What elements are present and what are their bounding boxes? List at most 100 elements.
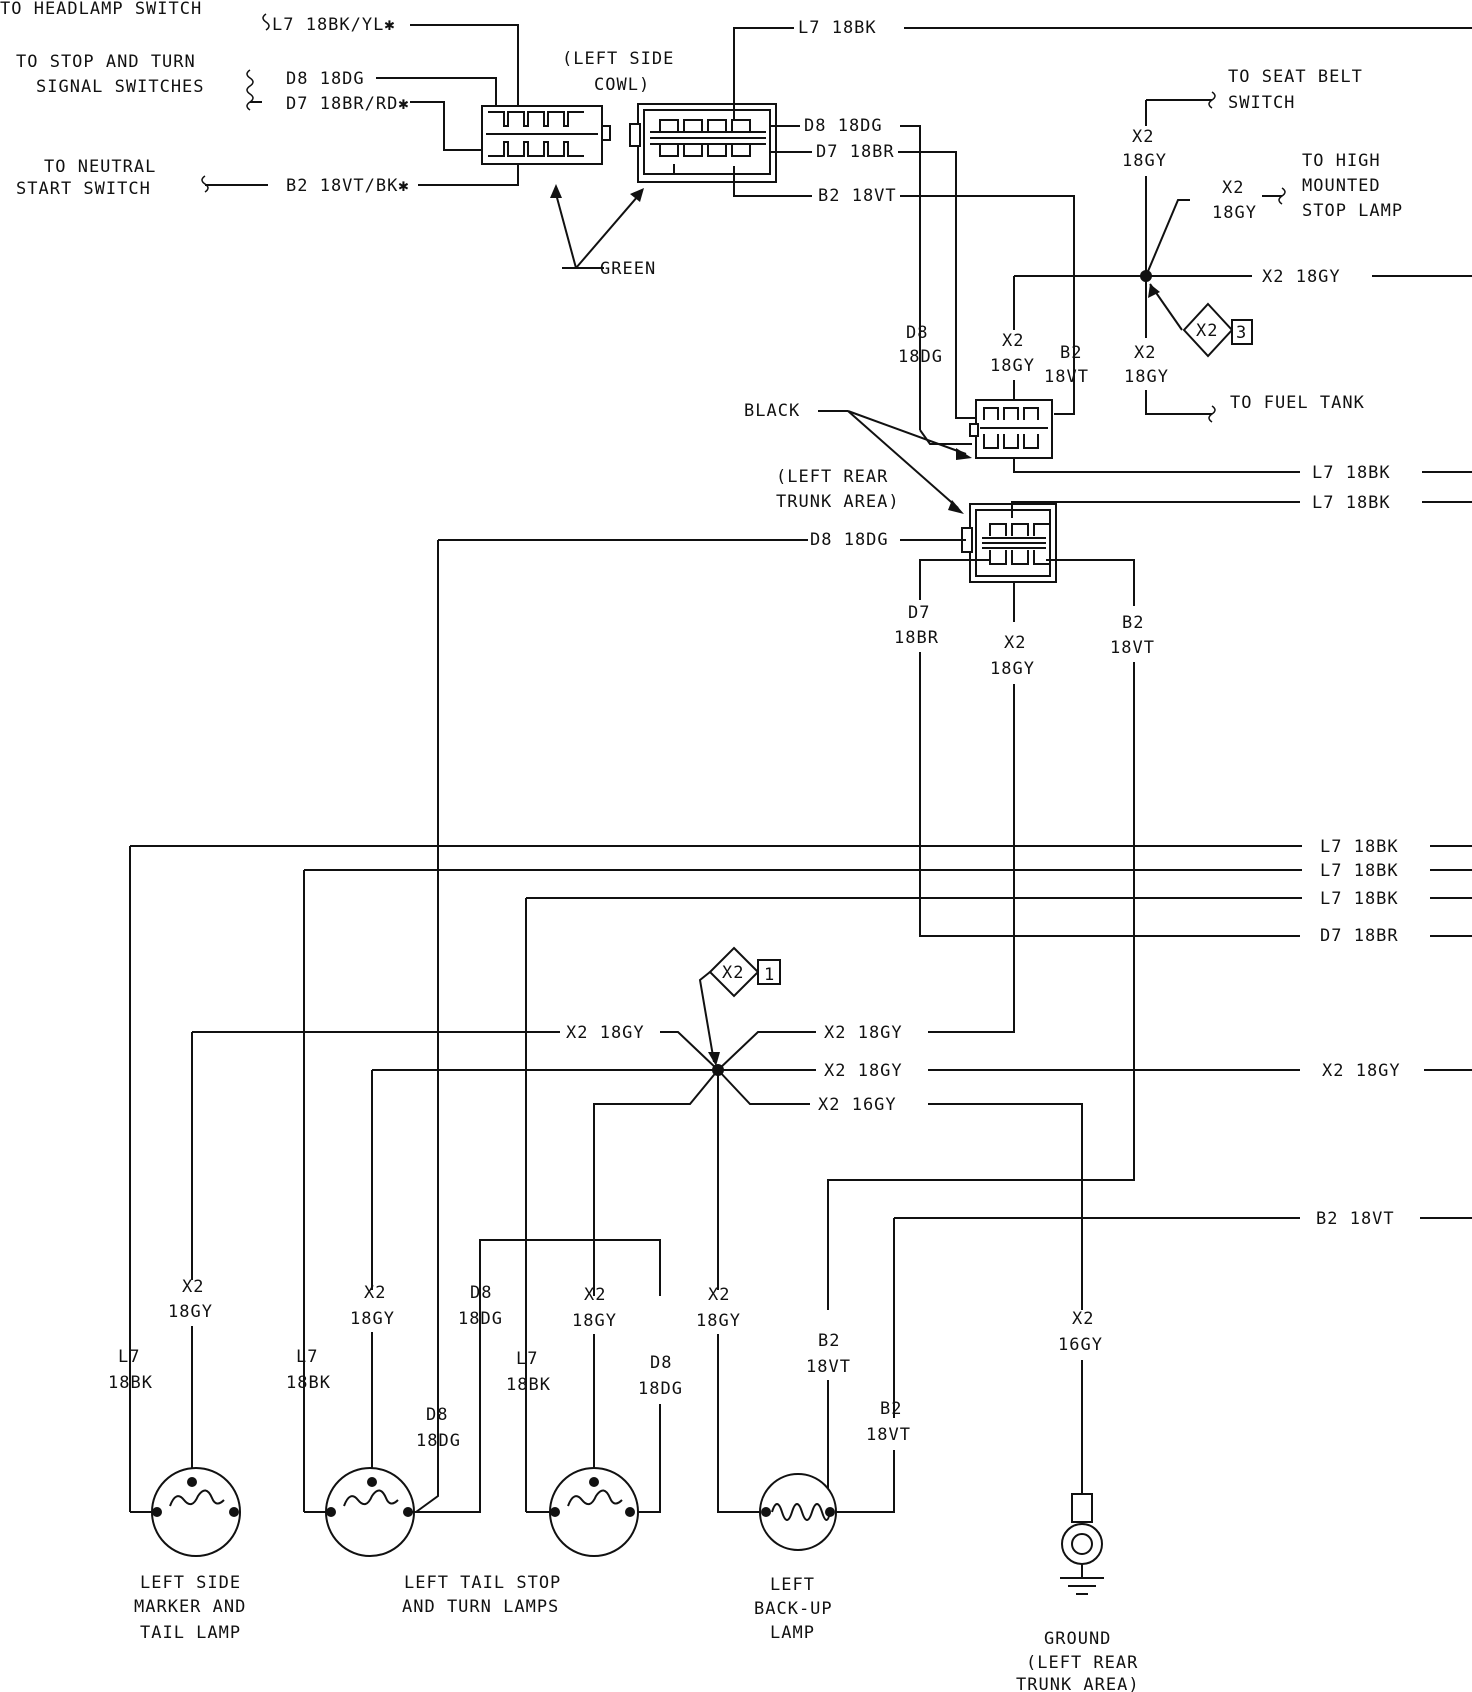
lamp-a-x2-gauge: 18GY [168,1302,213,1322]
x2-main-label: X2 18GY [1262,267,1341,287]
ground-label-2: (LEFT REAR [1026,1653,1138,1673]
stop-turn-label-1: TO STOP AND TURN [16,52,196,72]
splice-x2-3-callout: X2 3 [1182,302,1253,358]
d7-wire-gauge: 18BR [894,628,939,648]
lamp-b-d8-code: D8 [426,1405,448,1425]
d8-wire-gauge: 18DG [898,347,943,367]
x2-trunk-code: X2 [1004,633,1026,653]
wire-label-x2-r2: X2 18GY [824,1061,903,1081]
wire-label-x2-far: X2 18GY [1322,1061,1401,1081]
black-connector-label: BLACK [744,401,800,421]
trunk-location-label-1: (LEFT REAR [776,467,888,487]
fuel-wire-gy: 18GY [1124,367,1169,387]
d8-wire-code: D8 [906,323,928,343]
lamp-c-x2-code: X2 [584,1285,606,1305]
ground-label-1: GROUND [1044,1629,1111,1649]
cowl-location-label-2: COWL) [594,75,650,95]
wire-label-b2-far: B2 18VT [1316,1209,1395,1229]
lamp-b-d8-top-code: D8 [470,1283,492,1303]
ground-x2-gauge: 16GY [1058,1335,1103,1355]
black-connector-upper [969,399,1053,459]
cowl-location-label-1: (LEFT SIDE [562,49,674,69]
splice3-label: X2 [1196,321,1218,341]
wire-label-bus-l7-3: L7 18BK [1320,889,1399,909]
seat-belt-wire-x2: X2 [1132,127,1154,147]
top-section: TO HEADLAMP SWITCH TO STOP AND TURN SIGN… [0,0,1472,430]
lamp-d-b2-gauge: 18VT [806,1357,851,1377]
stop-turn-label-2: SIGNAL SWITCHES [36,77,205,97]
trunk-location-label-2: TRUNK AREA) [776,492,900,512]
splice3-num: 3 [1236,323,1247,343]
lamp-d-b2-code: B2 [818,1331,840,1351]
backup-lamp-icon [759,1473,837,1551]
hmsl-wire-x2: X2 [1222,178,1244,198]
cowl-connector-body [629,103,777,183]
x2-wire-gauge: 18GY [990,356,1035,376]
wire-label-bus-d7: D7 18BR [1320,926,1399,946]
lamp-e-b2-code: B2 [880,1399,902,1419]
bus-section: L7 18BK L7 18BK L7 18BK D7 18BR X2 1 X2 … [129,837,1472,1512]
wire-label-bus-l7-2: L7 18BK [1320,861,1399,881]
lamps-section: X2 18GY L7 18BK LEFT SIDE MARKER AND TAI… [108,1239,1139,1692]
b2-trunk-gauge: 18VT [1110,638,1155,658]
wire-break-icon [1208,91,1216,109]
b2-wire-code: B2 [1060,343,1082,363]
wire-label-l7-bk-a: L7 18BK [1312,463,1391,483]
seat-belt-label-2: SWITCH [1228,93,1295,113]
wire-label-d8-dg-right: D8 18DG [804,116,883,136]
wire-break-icon [1208,405,1216,423]
d7-wire-code: D7 [908,603,930,623]
b2-trunk-code: B2 [1122,613,1144,633]
fuel-wire-x2: X2 [1134,343,1156,363]
side-marker-label-2: MARKER AND [134,1597,246,1617]
green-connector-label: GREEN [600,259,656,279]
backup-lamp-label-1: LEFT [770,1575,815,1595]
hmsl-label-1: TO HIGH [1302,151,1381,171]
neutral-label-2: START SWITCH [16,179,151,199]
wire-label-x2-r3: X2 16GY [818,1095,897,1115]
tail-lamp-inner-icon [549,1467,639,1557]
backup-lamp-label-3: LAMP [770,1623,815,1643]
wire-break-icon [1278,187,1286,205]
wire-break-icon [262,13,270,31]
wire-label-l7-bkyl: L7 18BK/YL✱ [272,15,396,35]
splice1-num: 1 [764,965,775,985]
x2-trunk-gauge: 18GY [990,659,1035,679]
headlamp-switch-label: TO HEADLAMP SWITCH [0,0,202,19]
ground-x2-code: X2 [1072,1309,1094,1329]
wire-label-d7-br-right: D7 18BR [816,142,895,162]
lamp-b-d8-gauge: 18DG [416,1431,461,1451]
x2-wire-code: X2 [1002,331,1024,351]
hmsl-wire-gy: 18GY [1212,203,1257,223]
side-marker-lamp-icon [151,1467,241,1557]
backup-lamp-label-2: BACK-UP [754,1599,833,1619]
side-marker-label-3: TAIL LAMP [140,1623,241,1643]
lamp-a-x2-code: X2 [182,1277,204,1297]
wire-label-d8-dg: D8 18DG [286,69,365,89]
lamp-d-x2-code: X2 [708,1285,730,1305]
neutral-label-1: TO NEUTRAL [44,157,156,177]
splice-x2-1-callout: X2 1 [708,946,781,998]
wire-label-l7-bk-top: L7 18BK [798,18,877,38]
tail-lamp-outer-icon [325,1467,415,1557]
ground-icon [1060,1493,1104,1595]
wire-label-b2-vt-right: B2 18VT [818,186,897,206]
seat-belt-label-1: TO SEAT BELT [1228,67,1363,87]
lamp-b-d8-top-gauge: 18DG [458,1309,503,1329]
lamp-a-l7-code: L7 [118,1347,140,1367]
wire-label-d8-dg-trunk: D8 18DG [810,530,889,550]
tail-lamps-label-2: AND TURN LAMPS [402,1597,559,1617]
hmsl-label-2: MOUNTED [1302,176,1381,196]
lamp-b-l7-code: L7 [296,1347,318,1367]
lamp-c-l7-code: L7 [516,1349,538,1369]
lamp-c-d8-gauge: 18DG [638,1379,683,1399]
lamp-b-x2-gauge: 18GY [350,1309,395,1329]
wire-label-l7-bk-b: L7 18BK [1312,493,1391,513]
mid-section: D8 18DG X2 18GY B2 18VT L7 18BK BLACK (L… [437,323,1472,1462]
side-marker-label-1: LEFT SIDE [140,1573,241,1593]
b2-wire-gauge: 18VT [1044,367,1089,387]
black-connector-lower [961,503,1057,583]
wire-break-icon [246,69,254,111]
lamp-c-d8-code: D8 [650,1353,672,1373]
